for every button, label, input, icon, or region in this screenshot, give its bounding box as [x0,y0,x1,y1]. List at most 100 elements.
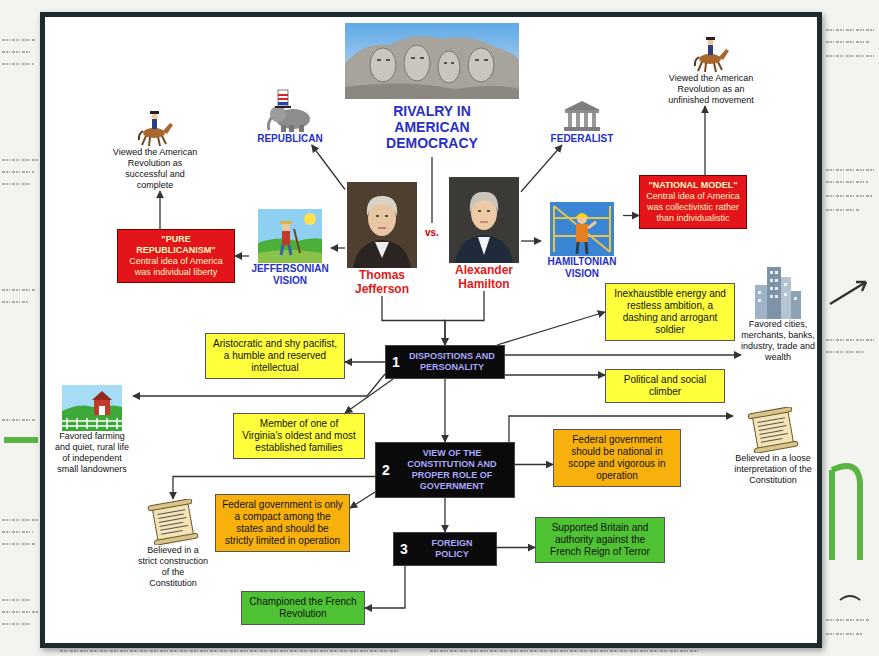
node-text: Member of one of Virginia's oldest and m… [239,418,359,454]
notes-background-part [4,437,38,443]
topic-box: 1DISPOSITIONS AND PERSONALITY [385,345,505,379]
hamilton-portrait-part [455,235,513,263]
node-text: "NATIONAL MODEL" [645,180,741,191]
icon-holder [733,407,813,453]
icon-holder [107,109,203,147]
worker-picture [550,202,614,256]
jefferson-portrait-part [347,182,417,268]
horse-rider-icon-part [163,123,173,134]
connector-arrow [350,492,375,508]
farmer-picture-part [304,213,316,225]
icon-holder [250,87,330,133]
elephant-icon-part [278,94,288,96]
city-buildings-icon-part [758,299,761,302]
node-text: Alexander Hamilton [447,263,521,291]
horse-rider-icon-part [150,111,159,114]
icon-holder [741,263,815,319]
hamilton-portrait-part [470,192,498,213]
city-buildings-icon [753,263,803,319]
horse-rider-icon-part [708,45,713,55]
policy-box: Championed the French Revolution [241,591,365,625]
connector-arrow [445,291,484,345]
city-buildings-icon-part [770,279,773,282]
note-icon: Favored cities, merchants, banks, indust… [741,263,815,363]
constitution-scroll-icon-part [154,533,198,545]
connector-arrow [312,145,345,190]
constitution-scroll-icon-part [148,499,198,545]
city-buildings-icon-part [767,267,781,319]
note-icon: Viewed the American Revolution as succes… [107,109,203,191]
node-text: Favored cities, merchants, banks, indust… [741,319,815,363]
mount-rushmore-picture-part [386,59,390,61]
mount-rushmore-picture-part [345,83,519,99]
worker-picture-part [554,206,610,252]
portrait: Thomas Jefferson [345,182,419,296]
farmer-picture-part [282,223,290,231]
connector-arrow [521,145,562,192]
federal-building-icon-part [565,110,599,113]
connector-arrow [331,247,345,248]
federal-building-icon-part [564,101,600,110]
city-buildings-icon-part [758,291,761,294]
mount-rushmore-picture-part [468,48,494,82]
mount-rushmore-picture-part [345,36,519,99]
mount-rushmore-picture-part [411,57,415,59]
worker-picture-part [577,242,587,254]
vision-icon: HAMILTONIAN VISION [541,202,623,280]
mount-rushmore-picture-part [484,59,488,61]
farm-picture-part [94,399,110,415]
party-icon: REPUBLICAN [250,87,330,145]
portrait: Alexander Hamilton [447,177,521,291]
node-text: Aristocratic and shy pacifist, a humble … [211,338,339,374]
connector-arrow [515,464,553,465]
view-box: Federal government is only a compact amo… [215,494,350,552]
idea-box: "PURE REPUBLICANISM"Central idea of Amer… [117,229,235,283]
horse-rider-icon-part [698,62,722,72]
hamilton-portrait-part [480,222,488,223]
horse-rider-icon-part [706,37,715,40]
elephant-icon-part [270,106,286,122]
horse-rider-icon-part [695,57,699,66]
icon-holder [447,177,521,263]
constitution-scroll-icon-part [748,407,792,419]
note-icon: Favored farming and quiet, rural life of… [51,385,133,475]
horse-rider-icon-part [719,49,729,60]
notes-background-part [832,466,860,560]
federal-building-icon-part [584,113,588,127]
federal-building-icon [562,99,602,133]
icon-holder [540,99,624,133]
farmer-picture [258,209,322,263]
elephant-icon-part [278,102,288,105]
node-text: Inexhaustible energy and restless ambiti… [611,288,729,336]
jefferson-portrait-part [375,242,389,258]
node-text: Central idea of America was collectivist… [645,191,741,224]
farmer-picture-part [280,221,292,224]
node-text: FEDERALIST [540,133,624,145]
mount-rushmore-picture-part [377,59,381,61]
notes-background-part [60,650,700,651]
connector-arrow [365,566,405,608]
city-buildings-icon-part [775,271,778,274]
jefferson-portrait-part [385,215,388,217]
mount-rushmore-picture-part [444,62,447,64]
horse-rider-icon-part [152,119,157,129]
policy-box: Supported Britain and authority against … [535,517,665,563]
trait-box: Inexhaustible energy and restless ambiti… [605,283,735,341]
connector-arrow [382,296,445,345]
hamilton-portrait-part [478,237,490,255]
node-text: VIEW OF THE CONSTITUTION AND PROPER ROLE… [396,448,508,492]
note-icon: Believed in a loose interpretation of th… [733,407,813,486]
mount-rushmore-picture-part [370,45,494,83]
party-icon: FEDERALIST [540,99,624,145]
federal-building-icon-part [564,127,600,131]
city-buildings-icon-part [781,277,791,319]
icon-holder [249,209,331,263]
node-text: FOREIGN POLICY [414,538,490,560]
mount-rushmore-picture-part [451,62,454,64]
notes-background-part [830,282,866,304]
node-text: "PURE REPUBLICANISM" [123,234,229,256]
farmer-picture-part [282,231,290,245]
topic-number: 3 [400,541,408,557]
connector-arrow [159,191,160,229]
farm-picture-part [62,418,122,429]
